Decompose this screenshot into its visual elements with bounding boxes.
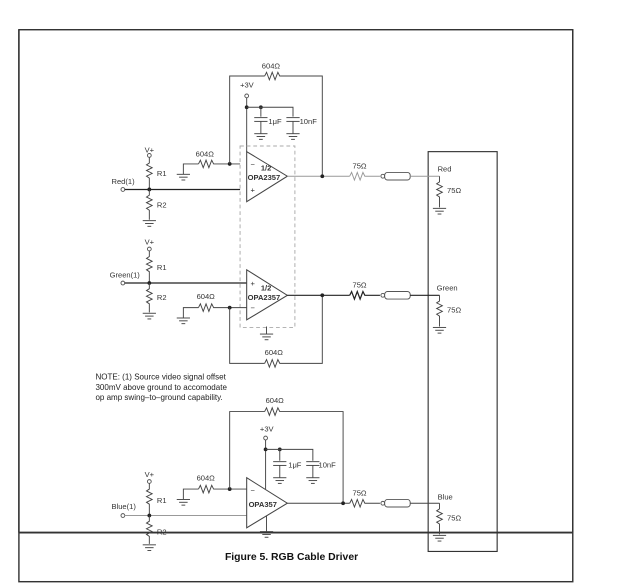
green-gain-resistor-label: 604Ω [197, 292, 216, 301]
green-series-resistor-label: 75Ω [353, 281, 367, 290]
red-feedback-resistor [264, 70, 323, 177]
svg-text:−: − [250, 303, 255, 312]
green-load-resistor [435, 295, 444, 327]
green-coax-cable [384, 291, 411, 300]
supply-1-cap1-label: 1μF [268, 117, 282, 126]
blue-vplus-label: V+ [145, 470, 155, 479]
blue-series-resistor [349, 498, 380, 509]
note: NOTE: (1) Source video signal offset 300… [95, 372, 227, 402]
green-feedback-resistor [264, 295, 323, 369]
figure-border [18, 29, 574, 583]
blue-feedback-resistor-label: 604Ω [266, 396, 285, 405]
red-opamp-label-1: 1/2 [261, 164, 272, 173]
red-series-resistor [349, 171, 380, 182]
blue-gain-resistor-label: 604Ω [197, 474, 216, 483]
green-series-resistor [349, 289, 380, 301]
blue-opamp-label-2: OPA357 [249, 500, 277, 509]
green-channel: V+ R1 Green(1) R2 604Ω 604Ω + − 1/2 OPA2… [110, 237, 461, 369]
red-feedback-resistor-label: 604Ω [262, 61, 281, 70]
red-vplus-label: V+ [145, 146, 155, 155]
red-r1-resistor [145, 157, 154, 190]
red-channel: V+ R1 Red(1) R2 604Ω 604Ω − + 1/2 OPA235… [112, 61, 461, 227]
blue-series-resistor-label: 75Ω [353, 489, 367, 498]
monitor-box [427, 151, 498, 553]
svg-text:+: + [250, 279, 255, 288]
green-r1-label: R1 [157, 263, 167, 272]
blue-load-resistor [435, 503, 444, 535]
blue-r2-label: R2 [157, 527, 167, 536]
blue-load-resistor-label: 75Ω [447, 513, 461, 522]
blue-feedback-resistor [264, 406, 344, 504]
supply-1-label: +3V [240, 80, 254, 89]
supply-1-cap2-label: 10nF [300, 117, 318, 126]
green-feedback-resistor-label: 604Ω [265, 348, 284, 357]
red-opamp [246, 150, 289, 203]
red-load-resistor-label: 75Ω [447, 186, 461, 195]
schematic: V+ R1 Red(1) R2 604Ω 604Ω − + 1/2 OPA235… [18, 29, 574, 583]
green-gain-resistor [198, 302, 247, 313]
svg-text:−: − [250, 160, 255, 169]
blue-gain-resistor [198, 483, 247, 495]
note-line-3: op amp swing–to–ground capability. [95, 393, 222, 402]
green-input-label: Green(1) [110, 270, 141, 279]
blue-load-label: Blue [438, 492, 453, 501]
red-vplus-terminal [146, 153, 152, 158]
green-r2-label: R2 [157, 293, 167, 302]
red-r2-resistor [145, 189, 154, 220]
blue-input-label: Blue(1) [112, 502, 137, 511]
supply-2-label: +3V [260, 424, 274, 433]
green-input-terminal [120, 280, 126, 286]
green-r1-resistor [145, 250, 154, 284]
green-opamp [246, 268, 289, 321]
green-load-resistor-label: 75Ω [447, 305, 461, 314]
red-supply: +3V 1μF 10nF [240, 80, 318, 152]
green-r2-resistor [145, 283, 154, 313]
blue-supply: +3V 1μF 10nF [260, 424, 337, 490]
figure-caption: Figure 5. RGB Cable Driver [225, 552, 358, 563]
note-line-1: NOTE: (1) Source video signal offset [95, 372, 226, 381]
supply-2-cap1-label: 1μF [288, 460, 302, 469]
red-gain-resistor [198, 158, 241, 170]
svg-text:+: + [250, 185, 255, 194]
supply-2-cap2-label: 10nF [319, 460, 337, 469]
red-r1-label: R1 [157, 169, 167, 178]
red-load-label: Red [438, 164, 452, 173]
blue-channel: V+ R1 Blue(1) R2 604Ω 604Ω − OPA357 75Ω … [112, 396, 461, 551]
green-opamp-label-2: OPA2357 [248, 293, 281, 302]
svg-text:−: − [250, 486, 255, 495]
red-input-label: Red(1) [112, 177, 136, 186]
blue-r1-resistor [145, 483, 154, 516]
red-coax-cable [384, 171, 411, 181]
blue-r1-label: R1 [157, 496, 167, 505]
blue-r2-resistor [145, 515, 154, 544]
green-load-label: Green [437, 284, 458, 293]
blue-coax-cable [384, 498, 411, 508]
blue-input-terminal [120, 513, 126, 518]
red-load-resistor [435, 176, 444, 208]
red-opamp-label-2: OPA2357 [248, 173, 281, 182]
green-opamp-label-1: 1/2 [261, 284, 272, 293]
green-vplus-label: V+ [145, 237, 155, 246]
red-input-terminal [120, 187, 126, 192]
dual-opamp-package-outline [239, 145, 296, 328]
red-gain-resistor-label: 604Ω [196, 149, 215, 158]
red-series-resistor-label: 75Ω [353, 162, 367, 171]
red-r2-label: R2 [157, 200, 167, 209]
note-line-2: 300mV above ground to accomodate [95, 383, 227, 392]
